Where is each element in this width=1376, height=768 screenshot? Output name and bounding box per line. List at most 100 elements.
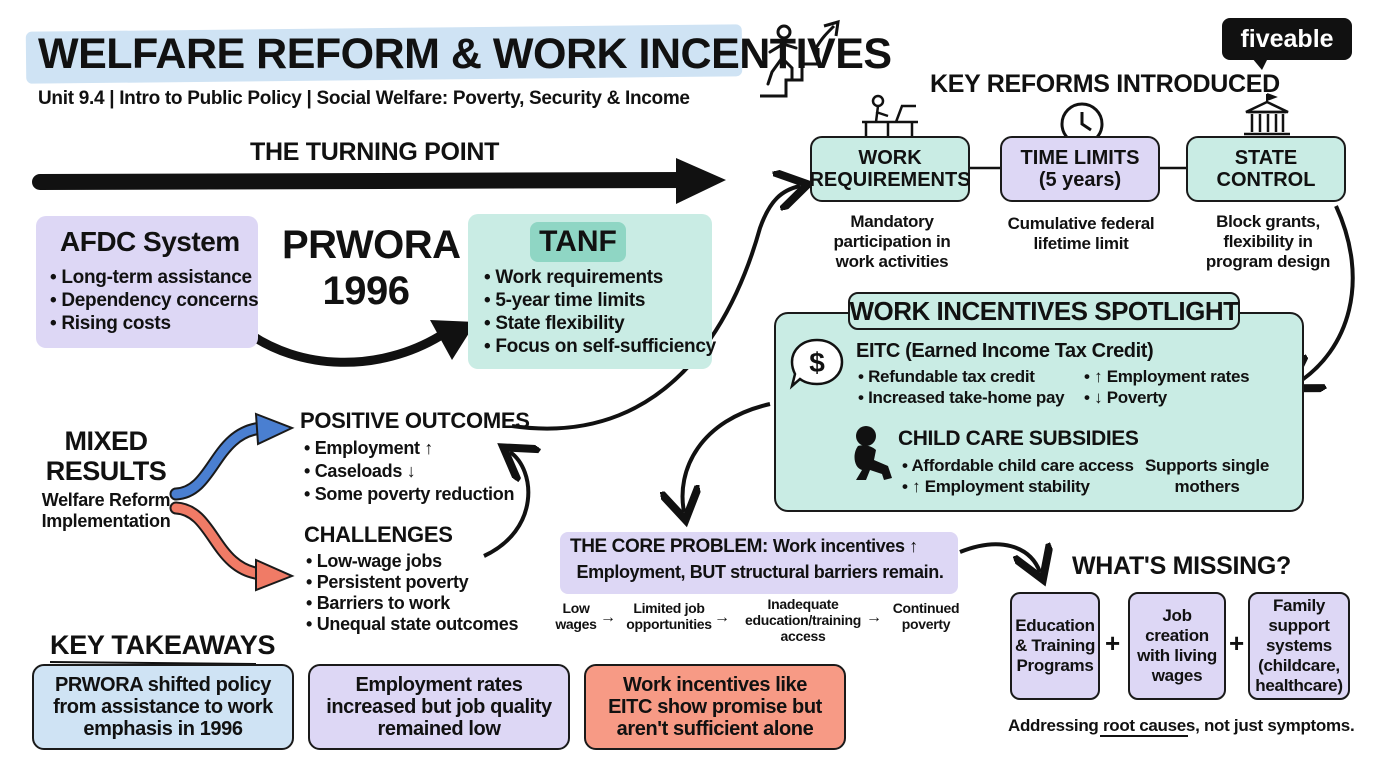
- tanf-list: Work requirements 5-year time limits Sta…: [484, 266, 716, 358]
- list-item: Barriers to work: [306, 593, 518, 614]
- prwora-label: PRWORA 1996: [282, 222, 461, 314]
- reform-label: STATE: [1234, 147, 1298, 169]
- spotlight-title: WORK INCENTIVES SPOTLIGHT: [849, 296, 1239, 326]
- chain-line: opportunities: [626, 616, 712, 632]
- takeaway-line: from assistance to work: [53, 696, 273, 718]
- turning-point-title: THE TURNING POINT: [250, 138, 500, 166]
- core-problem-line2: Employment, BUT structural barriers rema…: [576, 562, 944, 582]
- list-item: Affordable child care access: [902, 455, 1133, 476]
- challenges-title: CHALLENGES: [304, 522, 453, 547]
- prwora-name: PRWORA: [282, 223, 461, 267]
- takeaway-card: PRWORA shifted policy from assistance to…: [32, 664, 294, 750]
- missing-line: (childcare,: [1258, 656, 1340, 675]
- side-line: mothers: [1174, 477, 1240, 496]
- chain-line: education/training: [745, 612, 861, 628]
- list-item: Employment ↑: [304, 437, 514, 460]
- missing-line: wages: [1151, 666, 1203, 685]
- key-reforms-title: KEY REFORMS INTRODUCED: [930, 70, 1280, 98]
- takeaway-line: Work incentives like: [623, 674, 807, 696]
- desc-line: Block grants,: [1216, 212, 1320, 231]
- takeaway-line: Employment rates: [355, 674, 523, 696]
- missing-line: Family: [1272, 596, 1326, 615]
- list-item: Low-wage jobs: [306, 551, 518, 572]
- side-line: Supports single: [1145, 456, 1269, 475]
- mixed-results-subtitle: Welfare Reform Implementation: [30, 490, 182, 532]
- reform-label: (5 years): [1038, 169, 1122, 191]
- takeaway-card: Employment rates increased but job quali…: [308, 664, 570, 750]
- desc-line: lifetime limit: [1033, 234, 1129, 253]
- page-subtitle: Unit 9.4 | Intro to Public Policy | Soci…: [38, 88, 690, 109]
- list-item: 5-year time limits: [484, 289, 716, 312]
- key-takeaways-title: KEY TAKEAWAYS: [50, 630, 276, 660]
- chain-step: Continued poverty: [888, 600, 964, 632]
- takeaway-line: remained low: [377, 718, 501, 740]
- chain-line: Inadequate: [767, 596, 839, 612]
- chain-step: Limited job opportunities: [622, 600, 716, 632]
- reform-description: Cumulative federal lifetime limit: [994, 214, 1168, 254]
- core-problem-line1: THE CORE PROBLEM: Work incentives ↑: [570, 536, 918, 558]
- reform-description: Mandatory participation in work activiti…: [802, 212, 982, 272]
- eitc-list-right: ↑ Employment rates ↓ Poverty: [1084, 366, 1250, 408]
- tanf-title: TANF: [530, 222, 626, 262]
- missing-line: Job: [1162, 606, 1192, 625]
- missing-line: Education: [1015, 616, 1095, 635]
- whats-missing-title: WHAT'S MISSING?: [1072, 552, 1292, 580]
- list-item: Work requirements: [484, 266, 716, 289]
- reform-time-limits: TIME LIMITS (5 years): [1000, 136, 1160, 202]
- child-care-side-note: Supports single mothers: [1142, 455, 1272, 497]
- positive-outcomes-list: Employment ↑ Caseloads ↓ Some poverty re…: [304, 437, 515, 506]
- missing-family-support-box: Family support systems (childcare, healt…: [1248, 592, 1350, 700]
- desc-line: Mandatory: [850, 212, 934, 231]
- missing-line: with living: [1137, 646, 1217, 665]
- dollar-speech-bubble-icon: $: [789, 338, 844, 390]
- page-title: WELFARE REFORM & WORK INCENTIVES: [38, 30, 892, 78]
- mixed-results-title: MIXED RESULTS: [30, 426, 182, 486]
- reform-work-requirements: WORK REQUIREMENTS: [809, 136, 971, 202]
- takeaway-card: Work incentives like EITC show promise b…: [584, 664, 846, 750]
- missing-jobs-box: Job creation with living wages: [1128, 592, 1226, 700]
- mixed-title-line: MIXED: [64, 426, 148, 456]
- desc-line: program design: [1205, 252, 1331, 271]
- svg-text:$: $: [809, 347, 825, 378]
- root-note-pre: Addressing: [1008, 716, 1103, 735]
- reform-state-control: STATE CONTROL: [1186, 136, 1346, 202]
- prwora-year: 1996: [322, 269, 410, 313]
- list-item: Dependency concerns: [50, 289, 258, 312]
- child-care-title: CHILD CARE SUBSIDIES: [898, 427, 1139, 450]
- root-causes-note: Addressing root causes, not just symptom…: [1008, 716, 1355, 736]
- chain-line: poverty: [901, 616, 951, 632]
- missing-line: creation: [1145, 626, 1209, 645]
- desc-line: flexibility in: [1223, 232, 1313, 251]
- mixed-title-line: RESULTS: [45, 456, 167, 486]
- afdc-to-tanf-arrow: [239, 325, 445, 367]
- list-item: Caseloads ↓: [304, 460, 514, 483]
- reform-description: Block grants, flexibility in program des…: [1180, 212, 1356, 272]
- list-item: Focus on self-sufficiency: [484, 335, 716, 358]
- list-item: ↑ Employment rates: [1084, 366, 1250, 387]
- takeaway-line: increased but job quality: [326, 696, 552, 718]
- list-item: Long-term assistance: [50, 266, 258, 289]
- root-note-emphasis: root causes: [1102, 716, 1196, 735]
- challenges-list: Low-wage jobs Persistent poverty Barrier…: [306, 551, 519, 635]
- core-problem-text: Work incentives ↑: [772, 536, 918, 556]
- plus-sign: +: [1105, 628, 1121, 658]
- logo-speech-tail: [1252, 58, 1268, 70]
- chain-line: Continued: [892, 600, 960, 616]
- list-item: Persistent poverty: [306, 572, 518, 593]
- person-at-desk-icon: [862, 94, 918, 138]
- takeaway-line: aren't sufficient alone: [616, 718, 814, 740]
- missing-line: Programs: [1016, 656, 1094, 675]
- mixed-results: MIXED RESULTS Welfare Reform Implementat…: [30, 426, 182, 532]
- eitc-title: EITC (Earned Income Tax Credit): [856, 340, 1154, 362]
- reform-label: CONTROL: [1216, 169, 1316, 191]
- takeaway-line: PRWORA shifted policy: [54, 674, 272, 696]
- desc-line: participation in: [833, 232, 951, 251]
- fiveable-logo[interactable]: fiveable: [1222, 18, 1352, 60]
- takeaway-line: emphasis in 1996: [83, 718, 243, 740]
- list-item: Rising costs: [50, 312, 258, 335]
- child-icon: [854, 426, 892, 480]
- chain-line: wages: [555, 616, 597, 632]
- turning-point-arrow: [32, 172, 698, 190]
- eitc-list-left: Refundable tax credit Increased take-hom…: [858, 366, 1065, 408]
